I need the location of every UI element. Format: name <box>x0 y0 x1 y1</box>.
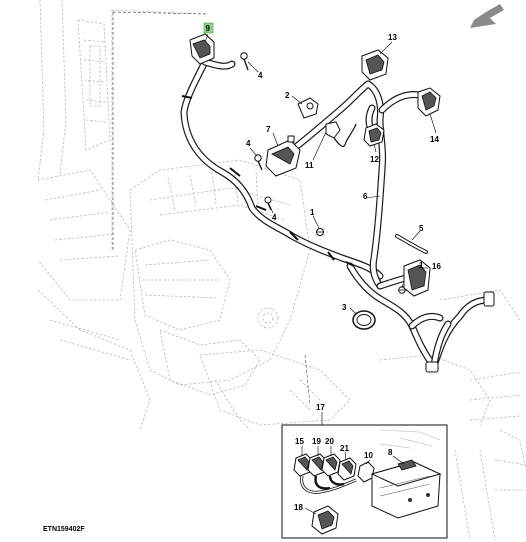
inset-connectors <box>293 453 357 481</box>
guide-lines <box>112 11 311 406</box>
inset-module-8 <box>370 459 442 519</box>
detail-callout-21: 21 <box>340 444 349 453</box>
screw-1-middle <box>316 228 324 236</box>
inset-connector-18 <box>311 505 339 535</box>
detail-inset-17 <box>281 424 448 539</box>
callout-9-highlight <box>203 22 214 34</box>
connector-16 <box>403 259 431 297</box>
detail-callout-20: 20 <box>325 437 334 446</box>
part-5-cable <box>395 234 428 254</box>
callout-6: 6 <box>363 192 368 201</box>
callout-12: 12 <box>370 155 379 164</box>
callout-4-upper: 4 <box>258 71 263 80</box>
connector-14 <box>417 87 441 117</box>
arrow-down-left-icon <box>470 4 504 28</box>
sensor-11 <box>325 121 357 147</box>
callout-17: 17 <box>316 403 325 412</box>
detail-callout-19: 19 <box>312 437 321 446</box>
bolt-4-lower <box>264 196 272 211</box>
sensor-2 <box>297 97 319 119</box>
callout-labels: 9 4 4 4 2 7 11 13 12 14 6 1 1 5 16 3 17 … <box>203 22 441 512</box>
callout-1-middle: 1 <box>310 208 315 217</box>
detail-callout-18: 18 <box>294 503 303 512</box>
callout-2: 2 <box>285 91 290 100</box>
callout-11: 11 <box>305 161 314 170</box>
callout-14: 14 <box>430 135 439 144</box>
harness-end-clip <box>425 291 495 373</box>
bolt-4-middle <box>254 154 263 171</box>
callout-7: 7 <box>266 125 271 134</box>
callout-16: 16 <box>432 262 441 271</box>
main-wiring-harness <box>180 58 492 370</box>
callout-9: 9 <box>206 24 211 33</box>
callout-13: 13 <box>388 33 397 42</box>
connector-12 <box>363 123 385 147</box>
callout-1-right: 1 <box>419 261 424 270</box>
connector-9 <box>189 33 215 65</box>
grommet-3 <box>352 310 376 330</box>
bolt-4-upper <box>240 52 249 71</box>
detail-callout-10: 10 <box>364 451 373 460</box>
module-7 <box>265 135 301 177</box>
figure-reference-code: ETN159402F <box>43 526 85 533</box>
callout-5: 5 <box>419 224 424 233</box>
leader-lines <box>204 33 437 515</box>
callout-3: 3 <box>342 303 347 312</box>
detail-callout-8: 8 <box>388 448 393 457</box>
detail-callout-15: 15 <box>295 437 304 446</box>
connector-13 <box>361 49 389 81</box>
callout-4-middle: 4 <box>246 139 251 148</box>
callout-4-lower: 4 <box>272 213 277 222</box>
